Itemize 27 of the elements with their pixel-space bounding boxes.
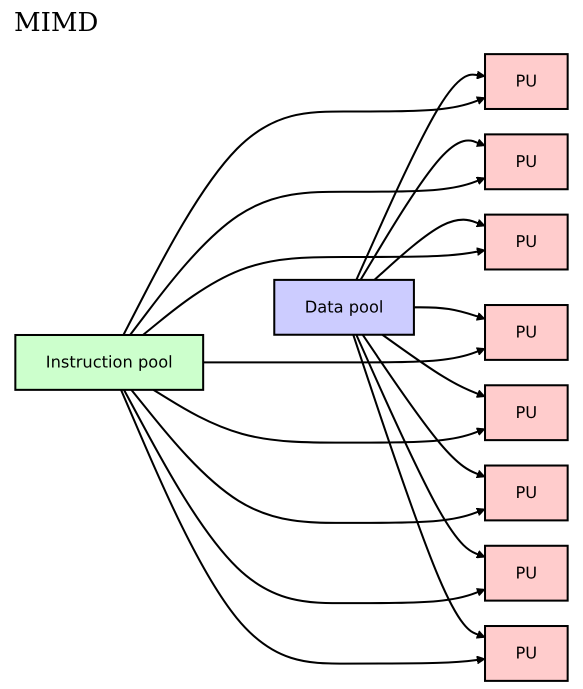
arrow — [142, 247, 486, 336]
arrow — [355, 70, 486, 280]
node-box: PU — [484, 53, 569, 110]
arrow — [382, 334, 486, 398]
arrow — [152, 388, 486, 444]
node-box: PU — [484, 625, 569, 682]
arrow — [414, 306, 486, 321]
arrow — [129, 176, 486, 336]
diagram-title: MIMD — [13, 7, 100, 40]
arrow — [355, 334, 486, 558]
node-box: Data pool — [273, 278, 415, 336]
node-box: PU — [484, 544, 569, 602]
node-box: PU — [484, 464, 569, 522]
node-box: PU — [484, 133, 569, 190]
arrow — [130, 389, 486, 524]
node-box: PU — [484, 304, 569, 361]
arrow — [362, 334, 486, 478]
node-box: PU — [484, 384, 569, 442]
arrow — [360, 138, 486, 280]
arrow — [374, 218, 486, 281]
arrow — [123, 389, 486, 604]
node-box: Instruction pool — [14, 334, 204, 391]
arrow — [203, 347, 486, 364]
arrow — [352, 334, 486, 639]
node-box: PU — [484, 214, 569, 270]
arrow — [120, 389, 486, 665]
arrow — [122, 96, 486, 336]
